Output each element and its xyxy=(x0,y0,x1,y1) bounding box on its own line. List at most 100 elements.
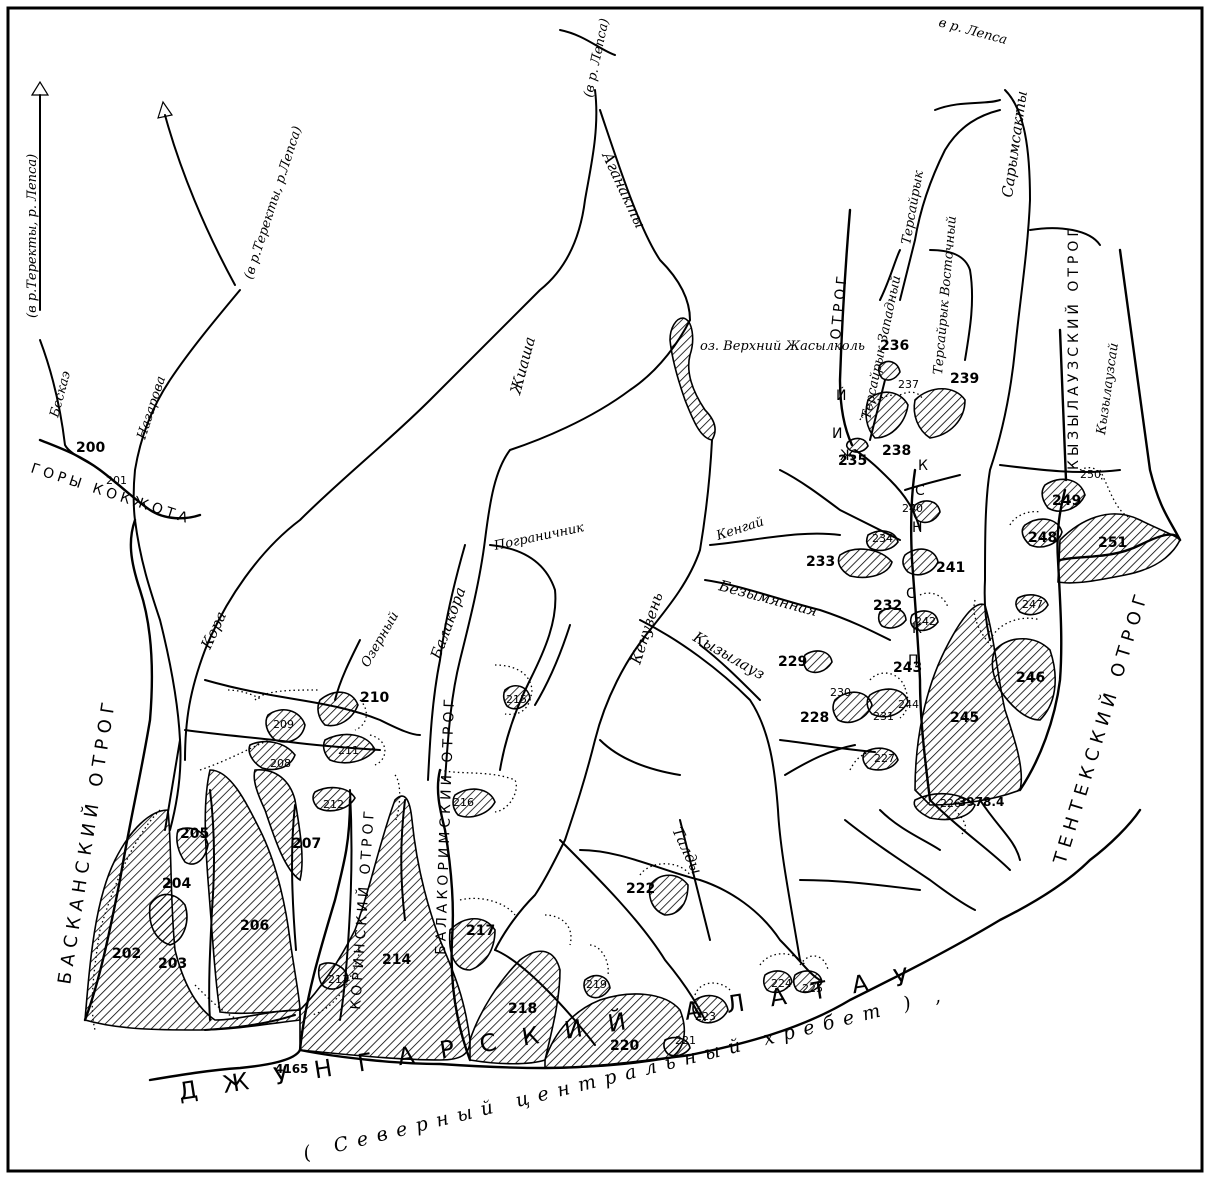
glacier-248 xyxy=(1021,518,1063,548)
river-nazarova: Назарова xyxy=(134,374,169,442)
ridge-tentek xyxy=(1018,488,1067,792)
glacier-label-240: 240 xyxy=(902,502,923,515)
river-zhiasha: Жиаша xyxy=(506,335,539,397)
kokzhota: ГОРЫ КОКЖОТА xyxy=(29,461,194,528)
spur-tentek: ТЕНТЕКСКИЙ ОТРОГ xyxy=(1048,586,1153,867)
river-bezymyannaya: Безымянная xyxy=(716,576,819,620)
glacier-label-209: 209 xyxy=(273,718,294,731)
glacier-label-200: 200 xyxy=(76,440,105,456)
spur-kyzylauz: КЫЗЫЛАУЗСКИЙ ОТРОГ xyxy=(1064,224,1082,470)
glacier-label-219: 219 xyxy=(586,978,607,991)
glacier-label-239: 239 xyxy=(950,371,979,387)
glacier-label-203: 203 xyxy=(158,956,187,972)
glacier-label-227: 227 xyxy=(874,752,895,765)
glacier-label-214: 214 xyxy=(382,952,411,968)
glacier-label-208: 208 xyxy=(270,757,291,770)
glacier-238 xyxy=(865,391,909,439)
glacier-label-201: 201 xyxy=(106,474,127,487)
moraines xyxy=(91,391,1131,1031)
glacier-label-243: 243 xyxy=(893,660,922,676)
glacier-218 xyxy=(469,950,561,1065)
glacier-label-236: 236 xyxy=(880,338,909,354)
ksm-letter-6: Й xyxy=(836,386,850,404)
glacier-label-233: 233 xyxy=(806,554,835,570)
glacier-label-207: 207 xyxy=(292,836,321,852)
glacier-label-225: 225 xyxy=(802,982,823,995)
glacier-label-245: 245 xyxy=(950,710,979,726)
rivers xyxy=(30,29,1121,1046)
glacier-label-235: 235 xyxy=(838,453,867,469)
river-tereckty-1: (в р.Теректы, р. Лепса) xyxy=(25,154,40,318)
glacier-231 xyxy=(866,688,909,718)
river-kenuzen: Кенузень xyxy=(626,590,666,667)
ksm-letter-3: С xyxy=(915,483,929,499)
glacier-label-250: 250 xyxy=(1080,468,1101,481)
glacier-204 xyxy=(148,893,188,946)
ridge-balakorin xyxy=(436,768,472,1062)
glacier-245 xyxy=(914,603,1023,806)
glacier-label-223: 223 xyxy=(695,1010,716,1023)
glacier-label-234: 234 xyxy=(872,532,893,545)
glaciers xyxy=(84,360,1181,1069)
ridge-korin xyxy=(298,798,352,1052)
glacier-label-248: 248 xyxy=(1028,530,1057,546)
glacier-241 xyxy=(902,548,939,576)
ksm-letter-5: И xyxy=(832,426,846,442)
ridge-kyzylauz xyxy=(1058,328,1068,482)
ksm-letter-4: К xyxy=(912,621,926,637)
glacier-239 xyxy=(913,388,966,439)
glacier-label-205: 205 xyxy=(180,826,209,842)
glacier-label-216: 216 xyxy=(453,796,474,809)
map-frame xyxy=(6,6,1204,1173)
glacier-label-246: 246 xyxy=(1016,670,1045,686)
glacier-207 xyxy=(253,769,303,882)
glacier-label-230: 230 xyxy=(830,686,851,699)
ksm-letter-1: К xyxy=(918,458,932,474)
glacier-label-222: 222 xyxy=(626,881,655,897)
glacier-label-238: 238 xyxy=(882,443,911,459)
glacier-label-229: 229 xyxy=(778,654,807,670)
glacier-label-244: 244 xyxy=(898,698,919,711)
glacier-label-217: 217 xyxy=(466,923,495,939)
glacier-217 xyxy=(448,917,496,971)
glacier-label-211: 211 xyxy=(338,744,359,757)
river-pogranichnik: Пограничник xyxy=(492,520,586,554)
river-talady: Талды xyxy=(668,824,706,877)
glacier-label-251: 251 xyxy=(1098,535,1127,551)
glacier-label-232: 232 xyxy=(873,598,902,614)
glacier-label-220: 220 xyxy=(610,1038,639,1054)
river-tersairyk-e: Терсайрык Восточный xyxy=(931,215,960,375)
glacier-label-221: 221 xyxy=(675,1034,696,1047)
spur-kskmiy: ОТРОГ xyxy=(828,272,851,341)
ksm-letter-7: Ж xyxy=(840,448,859,464)
ksm-letter-8: С xyxy=(906,586,920,602)
glacier-label-242: 242 xyxy=(915,615,936,628)
peak-4165: 4165 xyxy=(275,1062,308,1076)
glacier-label-237: 237 xyxy=(898,378,919,391)
river-tereckty-2: (в р.Теректы, р.Лепса) xyxy=(242,124,306,281)
glacier-label-224: 224 xyxy=(771,977,792,990)
river-kyzylauzsai: Кызылаузсай xyxy=(1094,342,1122,437)
ksm-letter-2: Н xyxy=(912,520,927,536)
ridges xyxy=(38,208,1182,1082)
glacier-227 xyxy=(862,747,899,771)
lake-zhasylkol xyxy=(669,317,716,441)
glacier-228 xyxy=(832,691,873,724)
glacier-label-249: 249 xyxy=(1052,493,1081,509)
glacier-224 xyxy=(762,970,793,994)
glacier-229 xyxy=(802,650,833,674)
glacier-label-212: 212 xyxy=(323,798,344,811)
glacier-205 xyxy=(176,827,209,865)
glacier-219 xyxy=(583,974,611,999)
river-ozerny: Озерный xyxy=(358,609,402,670)
river-kora: Кора xyxy=(197,609,230,653)
glacier-label-210: 210 xyxy=(360,690,389,706)
ridge-main xyxy=(148,808,1142,1082)
glacier-label-202: 202 xyxy=(112,946,141,962)
glacier-label-231: 231 xyxy=(873,710,894,723)
glacier-214 xyxy=(299,795,471,1061)
glacier-label-218: 218 xyxy=(508,1001,537,1017)
lake-label: оз. Верхний Жасылколь xyxy=(700,339,865,354)
ksm-letter-9: П xyxy=(908,653,923,669)
river-lepsa-1: (в р. Лепса) xyxy=(581,17,612,99)
